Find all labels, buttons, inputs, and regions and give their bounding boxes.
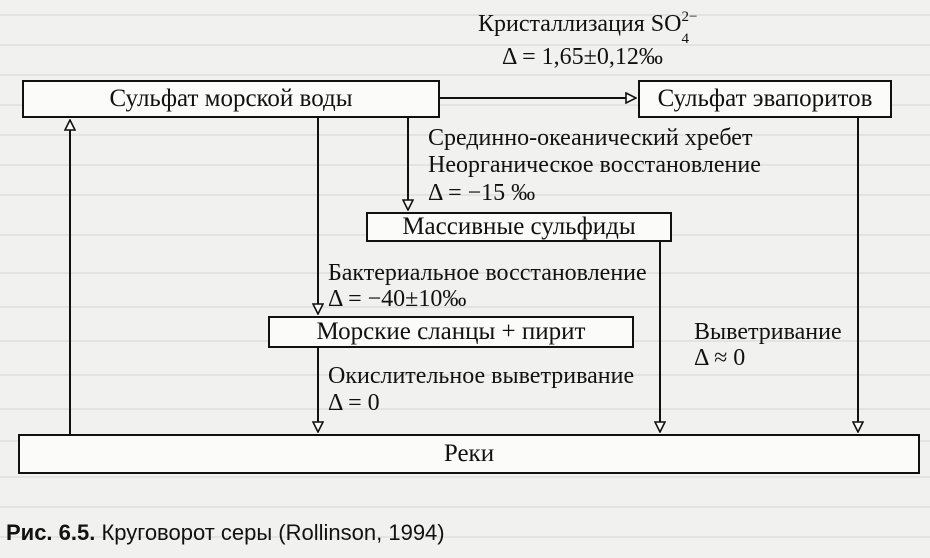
label-weathering-delta: Δ ≈ 0 <box>694 345 746 371</box>
label-bacterial-reduction: Бактериальное восстановление <box>328 260 647 286</box>
box-seawater-sulfate: Сульфат морской воды <box>22 80 440 118</box>
label-oxidative-delta: Δ = 0 <box>328 390 380 416</box>
label-weathering: Выветривание <box>694 319 842 345</box>
figure-number: Рис. 6.5. <box>6 520 96 545</box>
box-marine-shales-pyrite: Морские сланцы + пирит <box>268 316 634 348</box>
box-marine-shales-pyrite-label: Морские сланцы + пирит <box>316 318 586 345</box>
label-inorganic-delta: Δ = −15 ‰ <box>428 180 536 206</box>
box-rivers: Реки <box>18 434 920 474</box>
figure-caption-text: Круговорот серы (Rollinson, 1994) <box>95 520 445 545</box>
box-massive-sulfides: Массивные сульфиды <box>366 212 672 242</box>
box-seawater-sulfate-label: Сульфат морской воды <box>109 85 353 112</box>
sulfate-subscript: 4 <box>681 30 689 47</box>
label-inorganic-reduction: Неорганическое восстановление <box>428 152 761 178</box>
label-bacterial-delta: Δ = −40±10‰ <box>328 286 467 312</box>
label-oxidative-weathering: Окислительное выветривание <box>328 363 635 389</box>
box-rivers-label: Реки <box>443 440 495 467</box>
box-evaporite-sulfate-label: Сульфат эвапоритов <box>657 85 873 112</box>
box-evaporite-sulfate: Сульфат эвапоритов <box>638 80 892 118</box>
sulfate-charge: 2− <box>681 9 698 25</box>
label-mid-ocean-ridge: Срединно-океанический хребет <box>428 125 753 151</box>
figure-caption: Рис. 6.5. Круговорот серы (Rollinson, 19… <box>6 520 445 546</box>
box-massive-sulfides-label: Массивные сульфиды <box>402 213 636 240</box>
label-crystallization-delta: Δ = 1,65±0,12‰ <box>502 44 663 70</box>
